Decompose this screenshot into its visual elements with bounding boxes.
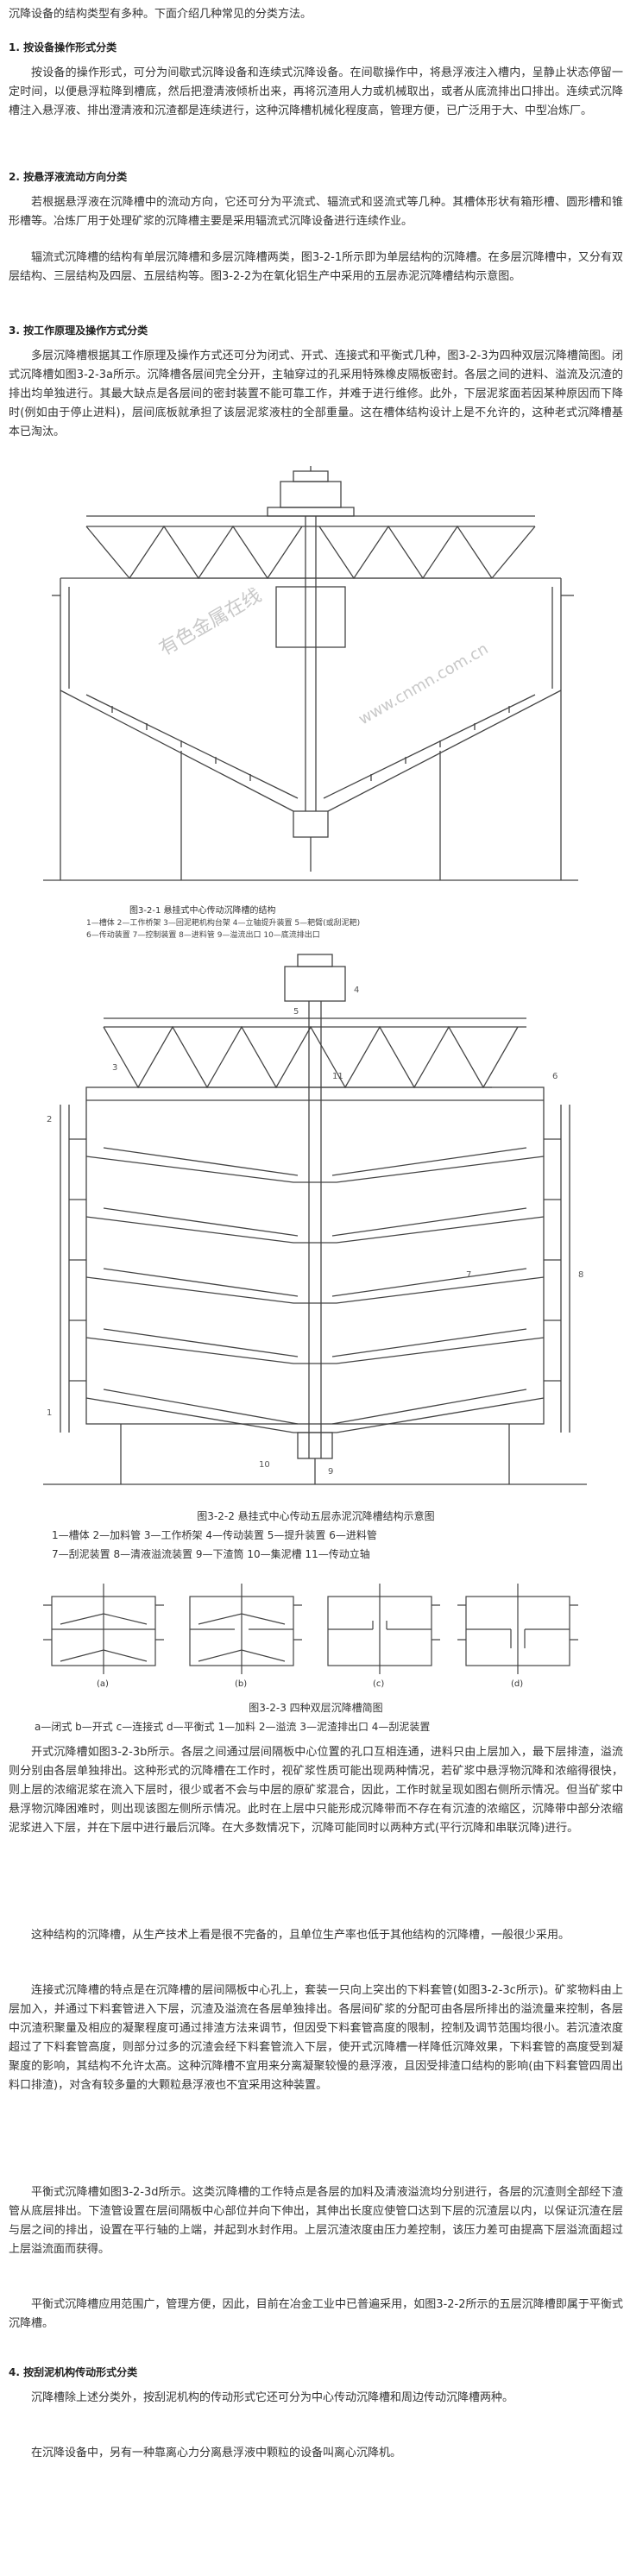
watermark-url: www.cnmn.com.cn: [356, 639, 491, 728]
figure-3-2-2: 5 4 6 2 8 3 9 10 7 11 1: [35, 949, 595, 1502]
single-layer-thickener-drawing: 有色金属在线 www.cnmn.com.cn: [43, 466, 578, 881]
type-d-label: (d): [511, 1679, 523, 1689]
type-c-drawing: [327, 1584, 440, 1674]
section-4-heading: 4. 按刮泥机构传动形式分类: [9, 2366, 138, 2378]
section-1-heading: 1. 按设备操作形式分类: [9, 41, 117, 54]
section-3-heading: 3. 按工作原理及操作方式分类: [9, 324, 148, 337]
section-2-heading: 2. 按悬浮液流动方向分类: [9, 171, 128, 183]
section-2-paragraph-1: 若根据悬浮液在沉降槽中的流动方向，它还可分为平流式、辐流式和竖流式等几种。其槽体…: [9, 196, 623, 228]
section-3-paragraph-1: 多层沉降槽根据其工作原理及操作方式还可分为闭式、开式、连接式和平衡式几种，图3-…: [9, 350, 623, 438]
figure-3-2-3: (a) (b) (c) (d): [35, 1579, 595, 1691]
figure-3-2-1: 有色金属在线 www.cnmn.com.cn 图3-2-1 悬挂式中心传动沉降槽…: [35, 466, 587, 932]
svg-text:8: 8: [578, 1270, 583, 1280]
four-thickener-types-drawing: (a) (b) (c) (d): [43, 1584, 578, 1689]
svg-text:3: 3: [112, 1063, 117, 1073]
type-b-label: (b): [235, 1679, 247, 1689]
balanced-type-paragraph: 平衡式沉降槽如图3-2-3d所示。这类沉降槽的工作特点是各层的加料及清液溢流均分…: [9, 2186, 623, 2256]
figure-3-2-2-legend-line-2: 7—刮泥装置 8—清液溢流装置 9—下渣筒 10—集泥槽 11—传动立轴: [52, 1548, 370, 1560]
svg-text:10: 10: [259, 1460, 270, 1470]
watermark-text: 有色金属在线: [156, 585, 266, 661]
figure-3-2-3-caption: 图3-2-3 四种双层沉降槽简图: [249, 1702, 383, 1714]
figure-3-2-2-legend-line-1: 1—槽体 2—加料管 3—工作桥架 4—传动装置 5—提升装置 6—进料管: [52, 1529, 377, 1541]
figure-3-2-3-legend: a—闭式 b—开式 c—连接式 d—平衡式 1—加料 2—溢流 3—泥渣排出口 …: [35, 1721, 431, 1733]
svg-text:2: 2: [47, 1115, 52, 1124]
figure-3-2-2-caption: 图3-2-2 悬挂式中心传动五层赤泥沉降槽结构示意图: [197, 1510, 435, 1522]
five-layer-thickener-drawing: 5 4 6 2 8 3 9 10 7 11 1: [43, 954, 587, 1485]
svg-text:11: 11: [332, 1072, 343, 1081]
section-1-paragraph: 按设备的操作形式，可分为间歇式沉降设备和连续式沉降设备。在间歇操作中，将悬浮液注…: [9, 66, 623, 117]
section-4-paragraph-1: 沉降槽除上述分类外，按刮泥机构的传动形式它还可分为中心传动沉降槽和周边传动沉降槽…: [31, 2391, 514, 2404]
type-a-drawing: [43, 1584, 164, 1674]
svg-text:9: 9: [328, 1467, 333, 1477]
open-type-paragraph: 开式沉降槽如图3-2-3b所示。各层之间通过层间隔板中心位置的孔口互相连通，进料…: [9, 1746, 623, 1835]
type-b-drawing: [189, 1584, 302, 1674]
type-a-label: (a): [97, 1679, 109, 1689]
type-d-drawing: [457, 1584, 578, 1674]
open-type-evaluation-paragraph: 这种结构的沉降槽，从生产技术上看是很不完备的，且单位生产率也低于其他结构的沉降槽…: [31, 1929, 570, 1942]
figure-3-2-1-legend-line-1: 1—槽体 2—工作桥架 3—回泥耙机构台架 4—立轴提升装置 5—耙臂(或刮泥耙…: [86, 919, 361, 928]
section-2-paragraph-2: 辐流式沉降槽的结构有单层沉降槽和多层沉降槽两类，图3-2-1所示即为单层结构的沉…: [9, 251, 623, 283]
section-4-paragraph-2: 在沉降设备中，另有一种靠离心力分离悬浮液中颗粒的设备叫离心沉降机。: [31, 2447, 402, 2459]
balanced-type-application-paragraph: 平衡式沉降槽应用范围广，管理方便，因此，目前在冶金工业中已普遍采用，如图3-2-…: [9, 2298, 623, 2330]
figure-3-2-1-caption: 图3-2-1 悬挂式中心传动沉降槽的结构: [129, 906, 276, 916]
figure-3-2-1-legend-line-2: 6—传动装置 7—控制装置 8—进料管 9—溢流出口 10—底流排出口: [86, 931, 320, 940]
svg-text:4: 4: [354, 986, 359, 995]
connected-type-paragraph: 连接式沉降槽的特点是在沉降槽的层间隔板中心孔上，套装一只向上突出的下料套管(如图…: [9, 1984, 623, 2092]
svg-text:5: 5: [293, 1007, 299, 1017]
type-c-label: (c): [373, 1679, 384, 1689]
intro-paragraph: 沉降设备的结构类型有多种。下面介绍几种常见的分类方法。: [9, 8, 312, 21]
svg-text:7: 7: [466, 1270, 471, 1280]
svg-text:1: 1: [47, 1408, 52, 1418]
svg-text:6: 6: [552, 1072, 558, 1081]
